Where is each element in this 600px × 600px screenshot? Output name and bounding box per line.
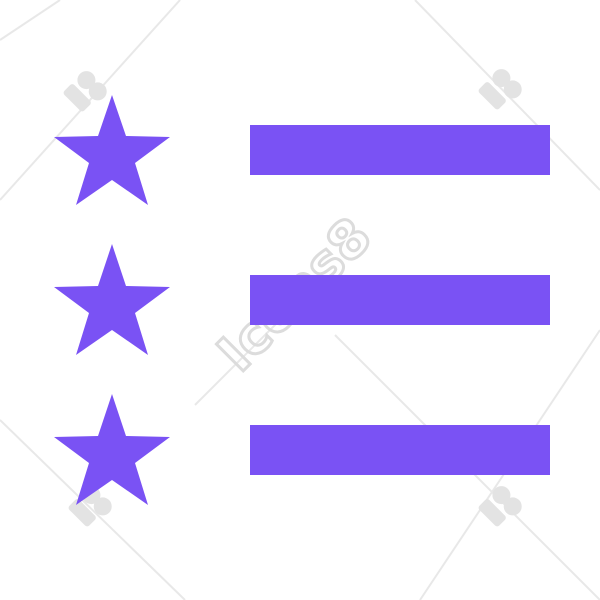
list-line	[250, 125, 550, 175]
list-line	[250, 275, 550, 325]
list-line	[250, 425, 550, 475]
star-icon	[54, 394, 170, 505]
star-icon	[54, 95, 170, 205]
star-icon	[54, 244, 170, 355]
